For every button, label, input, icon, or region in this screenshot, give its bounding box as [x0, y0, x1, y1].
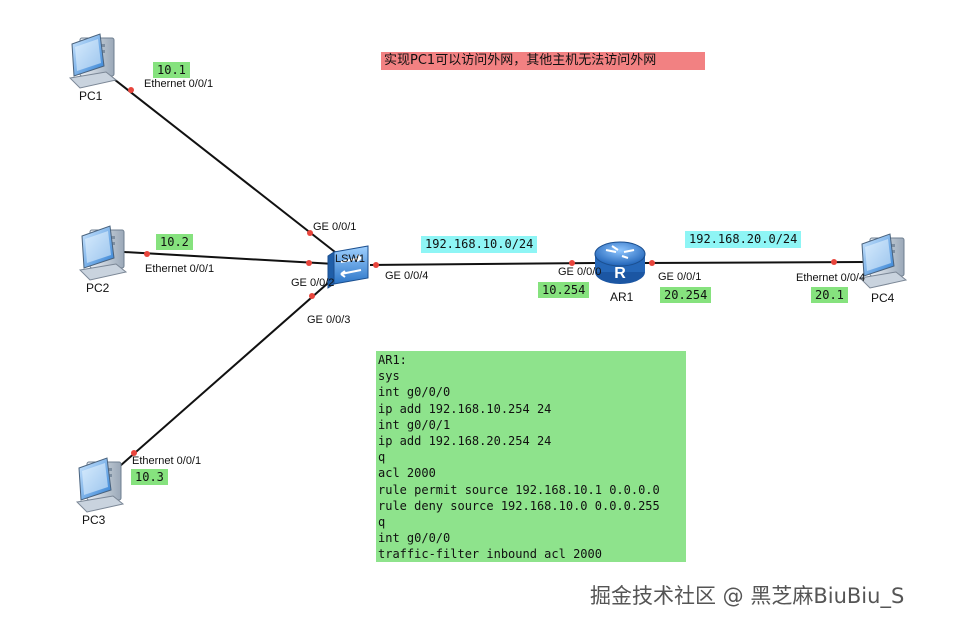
links — [109, 75, 865, 467]
config-line: int g0/0/0 — [378, 385, 451, 400]
router-port-ge0: GE 0/0/0 — [558, 266, 602, 278]
pc1-icon[interactable] — [69, 33, 117, 89]
config-line: sys — [378, 369, 400, 384]
router-g1-address: 20.254 — [660, 287, 712, 303]
config-line: q — [378, 515, 386, 530]
port-dot — [373, 262, 379, 268]
port-dot — [131, 450, 137, 456]
pc4-icon[interactable] — [859, 233, 907, 289]
requirement-banner: 实现PC1可以访问外网，其他主机无法访问外网 — [381, 52, 705, 70]
pc4-label: PC4 — [871, 291, 895, 305]
config-line: rule deny source 192.168.10.0 0.0.0.255 — [378, 498, 660, 513]
pc1-port-label: Ethernet 0/0/1 — [144, 78, 214, 90]
port-dot — [309, 293, 315, 299]
port-dot — [128, 87, 134, 93]
link-pc2-lsw1 — [123, 251, 336, 265]
config-line: acl 2000 — [378, 466, 436, 481]
config-line: q — [378, 450, 386, 465]
router-label: AR1 — [610, 290, 634, 304]
link-lsw1-ar1 — [369, 262, 597, 266]
port-dot — [649, 260, 655, 266]
router-icon[interactable]: R — [594, 241, 646, 284]
config-box: AR1: sys int g0/0/0 ip add 192.168.10.25… — [376, 351, 686, 562]
pc1-label: PC1 — [79, 89, 103, 103]
link-pc3-lsw1 — [119, 275, 337, 467]
switch-port-ge2: GE 0/0/2 — [291, 277, 335, 289]
config-line: int g0/0/1 — [378, 417, 451, 432]
config-line: AR1: — [378, 353, 407, 367]
network-right-label: 192.168.20.0/24 — [685, 231, 802, 248]
port-dot — [306, 260, 312, 266]
config-line: ip add 192.168.10.254 24 — [378, 401, 552, 416]
pc2-label: PC2 — [86, 281, 110, 295]
pc4-port-label: Ethernet 0/0/4 — [796, 272, 866, 284]
pc3-label: PC3 — [82, 513, 106, 527]
port-dot — [831, 259, 837, 265]
switch-port-ge3: GE 0/0/3 — [307, 314, 351, 326]
switch-icon[interactable] — [327, 245, 369, 289]
config-line: int g0/0/0 — [378, 531, 451, 546]
pc2-address: 10.2 — [156, 234, 193, 250]
pc1-address: 10.1 — [153, 62, 190, 78]
pc3-address: 10.3 — [131, 469, 168, 485]
port-dot — [307, 230, 313, 236]
watermark: 掘金技术社区 @ 黑芝麻BiuBiu_S — [590, 584, 905, 608]
config-line: ip add 192.168.20.254 24 — [378, 434, 552, 449]
network-left-label: 192.168.10.0/24 — [421, 236, 538, 253]
config-line: traffic-filter inbound acl 2000 — [378, 547, 602, 562]
port-dot — [569, 260, 575, 266]
port-dot — [144, 251, 150, 257]
switch-port-ge1: GE 0/0/1 — [313, 221, 357, 233]
switch-port-ge4: GE 0/0/4 — [385, 270, 429, 282]
pc3-icon[interactable] — [76, 457, 124, 513]
link-pc1-lsw1 — [109, 75, 336, 253]
link-ar1-pc4 — [643, 261, 865, 264]
pc2-icon[interactable] — [79, 225, 127, 281]
port-dots — [128, 87, 837, 456]
pc2-port-label: Ethernet 0/0/1 — [145, 263, 215, 275]
router-port-ge1: GE 0/0/1 — [658, 271, 702, 283]
config-line: rule permit source 192.168.10.1 0.0.0.0 — [378, 482, 660, 497]
pc3-port-label: Ethernet 0/0/1 — [132, 455, 202, 467]
pc4-address: 20.1 — [811, 287, 848, 303]
svg-text:R: R — [614, 265, 626, 282]
switch-label: LSW1 — [335, 253, 365, 265]
router-g0-address: 10.254 — [538, 282, 590, 298]
